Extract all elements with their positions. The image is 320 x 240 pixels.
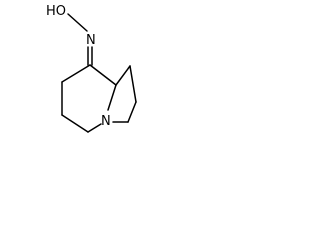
oxime-nitrogen-label: N: [86, 33, 96, 48]
bond-n-c8a: [107, 84, 117, 111]
hydroxyl-label: HO: [46, 4, 66, 19]
bond-c8a-c1: [115, 65, 131, 86]
indolizidinone-oxime-structure: HO N N: [46, 4, 137, 133]
bond-c5-n: [87, 123, 102, 133]
bond-c8-c7: [61, 64, 91, 83]
ring-nitrogen-label: N: [101, 114, 111, 129]
bond-c1-c2: [129, 65, 137, 103]
bond-c2-c3: [127, 101, 137, 123]
bond-o-n: [67, 13, 88, 32]
bond-c6-c5: [61, 114, 89, 133]
bond-c8a-c8: [89, 64, 117, 86]
